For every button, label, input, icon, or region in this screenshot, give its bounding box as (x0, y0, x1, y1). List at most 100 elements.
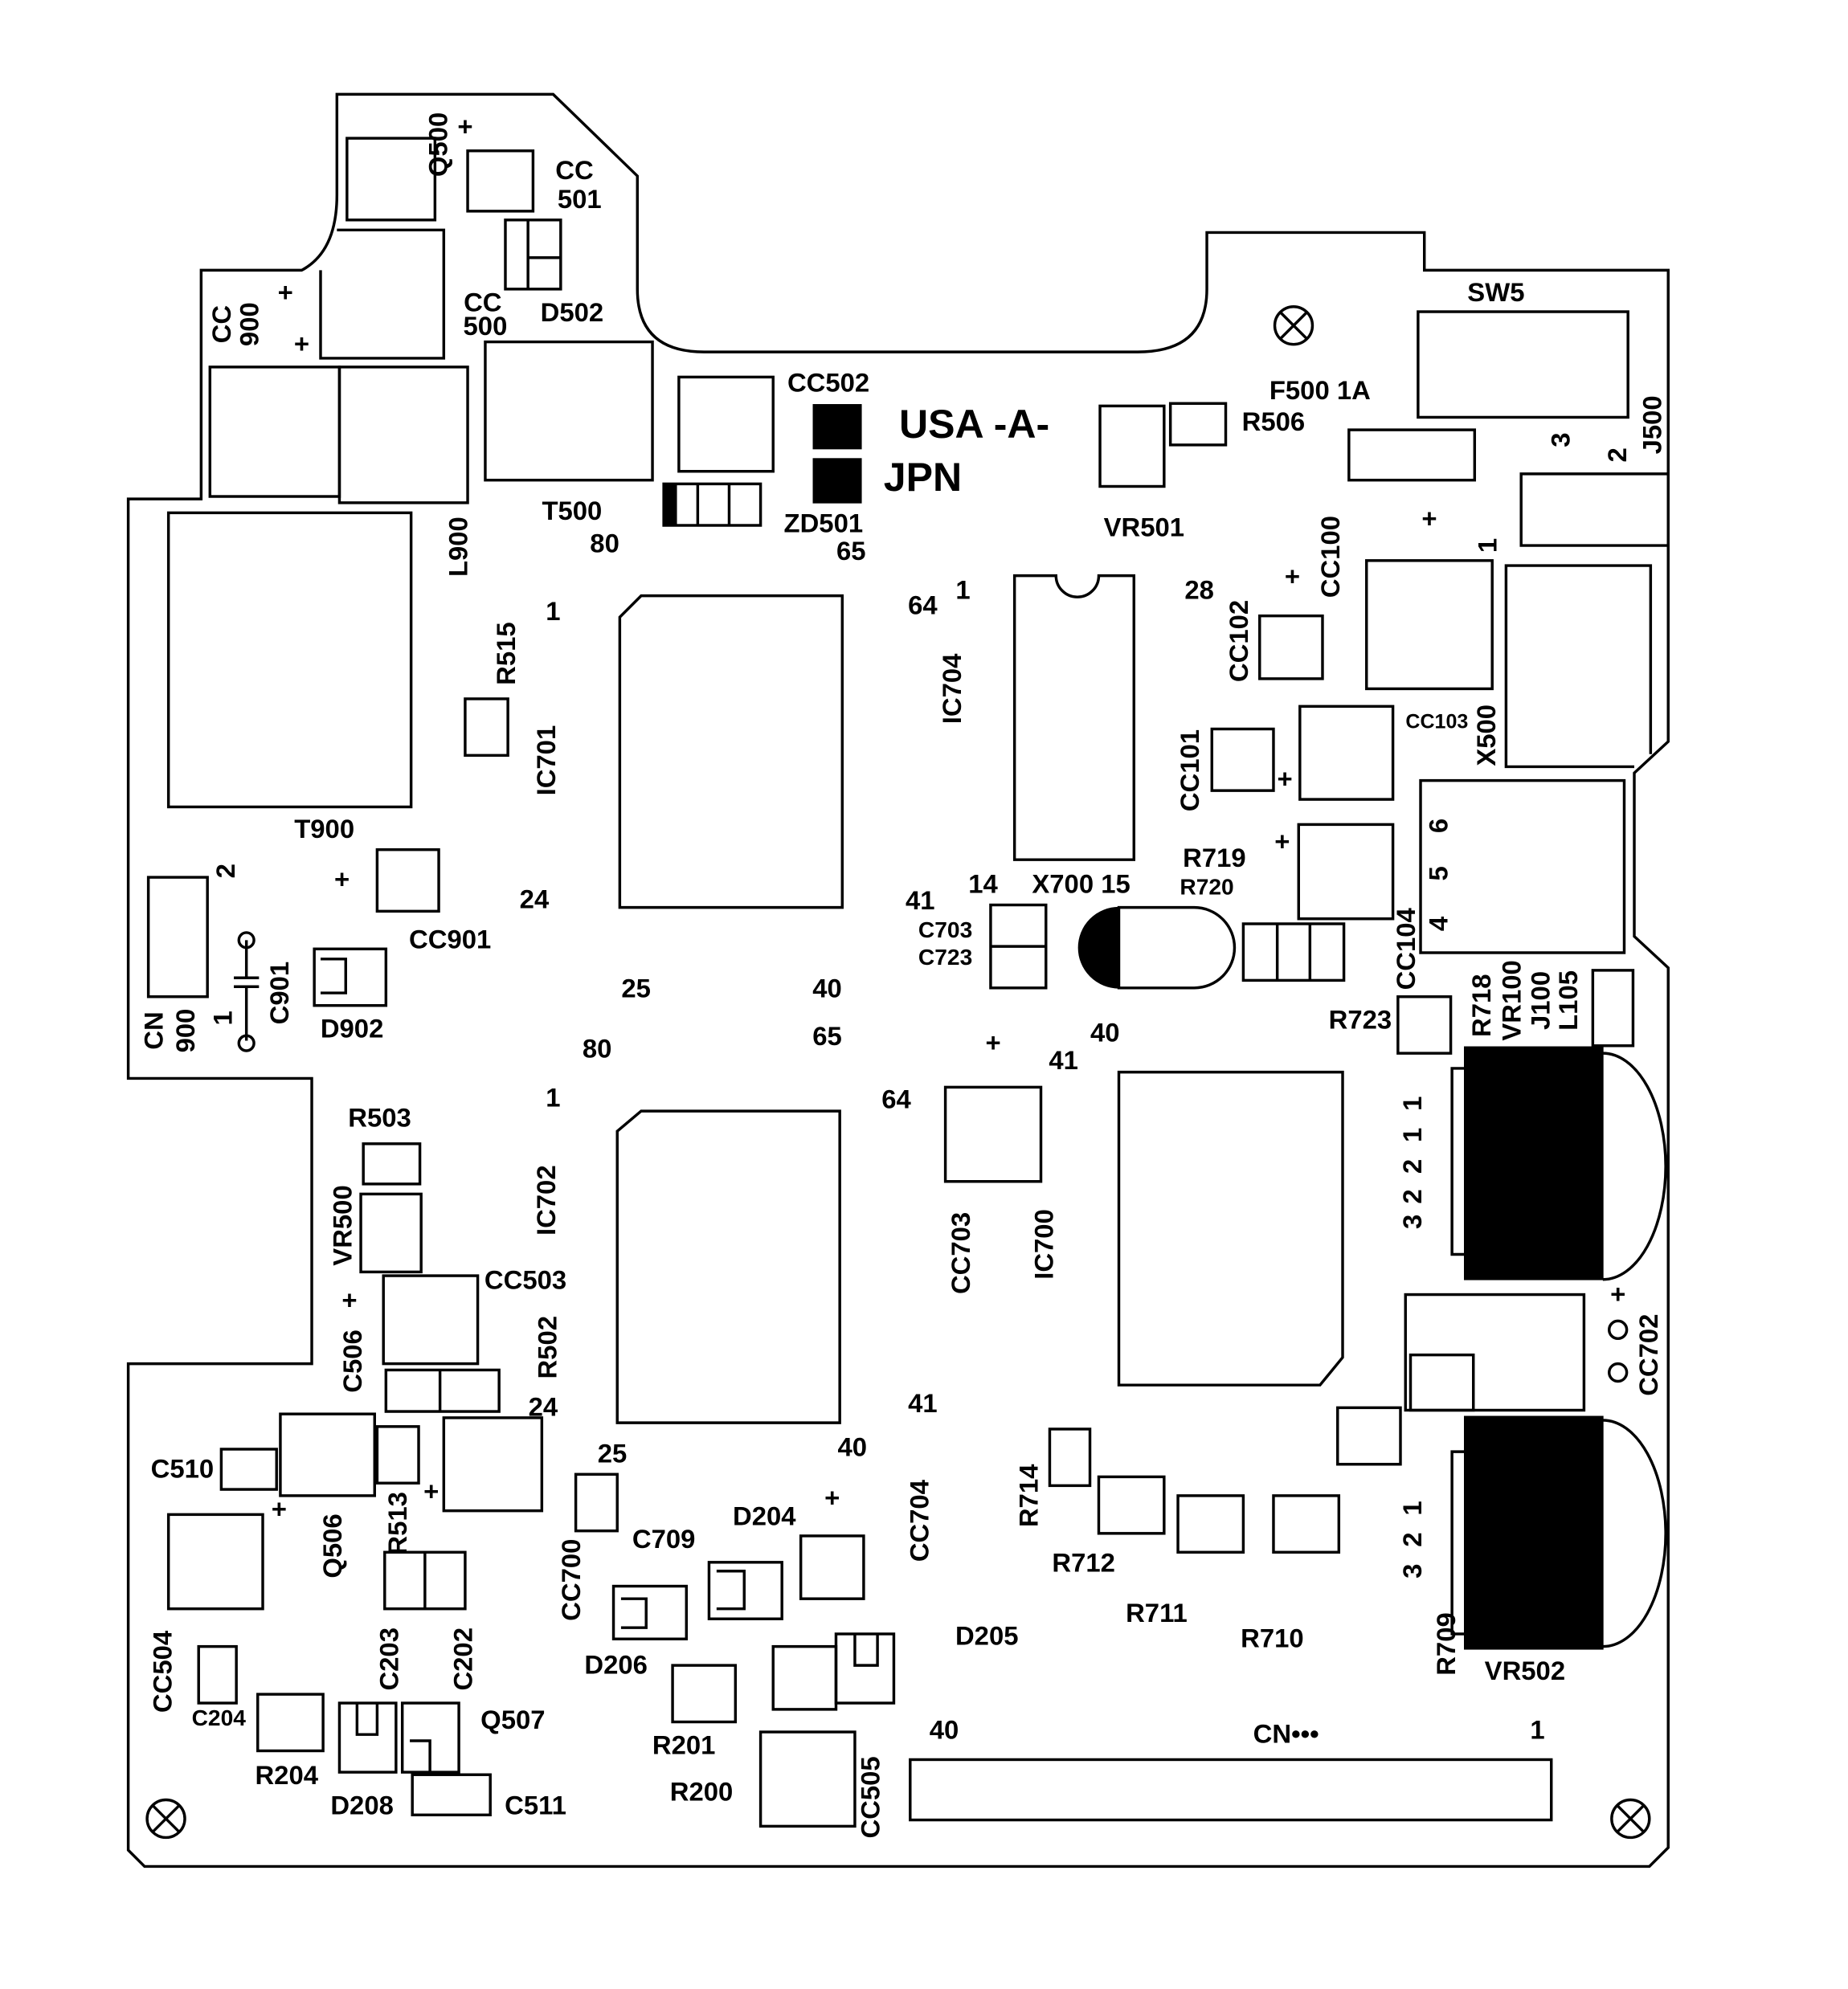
component-label: VR502 (1485, 1656, 1565, 1685)
component-label: CC504 (148, 1630, 178, 1713)
component-label: 501 (558, 184, 602, 214)
polarity-plus-mark: + (457, 111, 472, 141)
component-label: CC703 (946, 1212, 975, 1294)
component-label: 80 (583, 1034, 612, 1064)
component-label: IC701 (531, 725, 561, 796)
component-label: 40 (838, 1432, 868, 1462)
component-label: CN (139, 1011, 169, 1049)
component-label: R709 (1431, 1612, 1461, 1676)
component-label: CC505 (856, 1756, 885, 1838)
polarity-plus-mark: + (1277, 763, 1292, 793)
component-label: R513 (382, 1492, 412, 1555)
component-label: 41 (1049, 1045, 1078, 1075)
component-label: 5 (1424, 866, 1453, 880)
component-label: 64 (908, 590, 938, 619)
component-label: 2 (211, 864, 240, 878)
component-label: CC103 (1405, 710, 1468, 733)
component-label: 4 (1424, 916, 1453, 931)
component-label: CN••• (1253, 1718, 1319, 1748)
component-label: 500 (464, 311, 508, 341)
component-label: 65 (812, 1021, 842, 1051)
mounting-hole-icon (145, 1798, 186, 1840)
component-label: R515 (491, 622, 521, 685)
component-label: R710 (1241, 1623, 1304, 1652)
component-label: R503 (348, 1103, 411, 1133)
component-label: 900 (235, 302, 264, 346)
polarity-plus-mark: + (423, 1476, 439, 1505)
component-label: 64 (881, 1084, 911, 1113)
component-label: T900 (294, 814, 354, 843)
component-label: R200 (670, 1776, 734, 1806)
polarity-plus-mark: + (341, 1285, 357, 1315)
polarity-plus-mark: + (272, 1493, 287, 1523)
component-label: 3 (1397, 1564, 1427, 1579)
component-label: R723 (1329, 1005, 1392, 1035)
component-label: C203 (374, 1628, 403, 1691)
component-label: 80 (590, 529, 619, 558)
component-label: R711 (1126, 1598, 1188, 1628)
component-label: C204 (192, 1705, 247, 1730)
component-label: 41 (906, 885, 935, 915)
component-label: 25 (598, 1438, 628, 1468)
component-label: CC104 (1391, 907, 1421, 990)
component-label: CC702 (1633, 1314, 1663, 1396)
component-label: CC700 (556, 1539, 586, 1621)
component-label: R502 (532, 1316, 562, 1379)
polarity-plus-mark: + (334, 864, 350, 893)
component-label: 1 (208, 1011, 238, 1025)
polarity-plus-mark: + (1610, 1279, 1625, 1309)
component-label: VR501 (1104, 512, 1184, 541)
component-label: 2 (1397, 1533, 1427, 1547)
component-label: R204 (255, 1760, 318, 1790)
component-label: C709 (632, 1524, 696, 1554)
component-label: D206 (584, 1649, 648, 1679)
component-label: IC704 (937, 653, 967, 724)
component-label: C510 (151, 1453, 215, 1483)
component-label: VR500 (327, 1185, 357, 1265)
polarity-plus-mark: + (1285, 561, 1300, 590)
component-label: 900 (170, 1009, 200, 1053)
component-label: CC (555, 155, 593, 185)
component-label: Q506 (317, 1513, 347, 1578)
component-label: R718 (1466, 974, 1496, 1037)
component-label: Q500 (423, 112, 452, 177)
component-label: C506 (337, 1329, 367, 1393)
component-label: R201 (652, 1730, 716, 1759)
component-label: 41 (908, 1388, 938, 1418)
component-label: 3 (1545, 432, 1575, 447)
component-label: R712 (1052, 1548, 1115, 1578)
component-label: VR100 (1496, 960, 1526, 1040)
component-label: USA -A- (899, 402, 1049, 447)
component-label: 1 (1530, 1715, 1544, 1745)
component-label: CC (206, 305, 236, 343)
component-label: 40 (812, 974, 842, 1003)
component-label: C723 (918, 945, 972, 970)
component-label: 1 (546, 596, 560, 626)
polarity-plus-mark: + (294, 329, 309, 358)
component-label: 24 (529, 1392, 558, 1422)
component-label: R714 (1014, 1464, 1044, 1527)
component-label: R719 (1183, 843, 1246, 872)
component-label: SW5 (1467, 277, 1524, 307)
component-label: 2 (1397, 1159, 1427, 1174)
component-label: 2 (1602, 447, 1632, 462)
component-label: C511 (505, 1791, 566, 1820)
component-label: 25 (621, 974, 651, 1003)
component-label: Q507 (480, 1705, 545, 1734)
component-label: J100 (1525, 971, 1555, 1030)
mounting-hole-icon (1273, 305, 1314, 346)
component-label: IC702 (531, 1165, 561, 1235)
component-label: 40 (930, 1715, 959, 1745)
polarity-plus-mark: + (1421, 503, 1437, 533)
component-label: CC901 (409, 925, 491, 954)
component-label: D902 (321, 1014, 384, 1044)
component-label: 65 (836, 536, 866, 566)
component-label: 6 (1424, 819, 1453, 833)
component-label: L105 (1553, 970, 1583, 1031)
component-label: C202 (448, 1628, 478, 1691)
component-label: F500 1A (1269, 375, 1371, 405)
component-label: X700 15 (1032, 869, 1130, 899)
component-label: 1 (1397, 1128, 1427, 1142)
